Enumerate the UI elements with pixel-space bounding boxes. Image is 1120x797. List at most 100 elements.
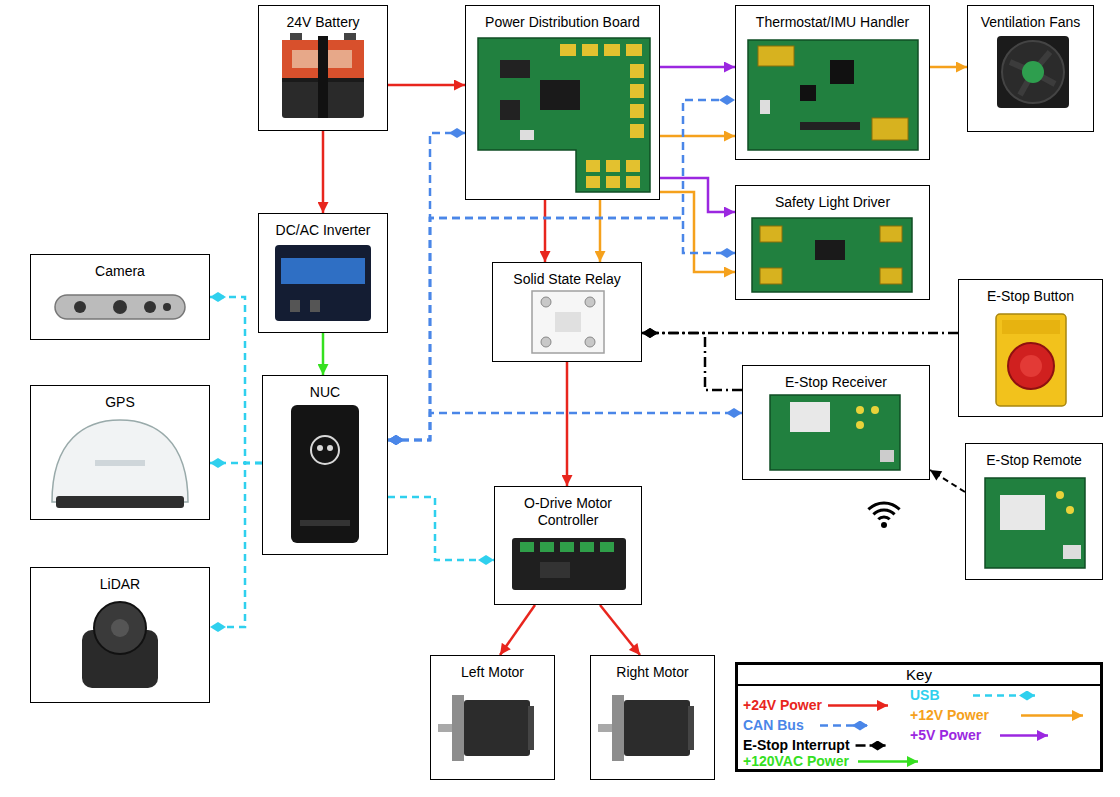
device-label: Ventilation Fans xyxy=(981,14,1081,31)
distribution-board-illustration-part xyxy=(478,38,650,192)
device-box: Safety Light Driver xyxy=(735,185,930,300)
estop-remote-illustration-part xyxy=(985,478,1085,568)
inverter-illustration xyxy=(275,245,371,321)
distribution-board-illustration-part xyxy=(630,84,644,98)
power-5v-line xyxy=(660,66,735,69)
legend-sample xyxy=(973,694,1035,697)
lidar-illustration xyxy=(82,602,158,688)
motor-controller-illustration-part xyxy=(540,562,570,578)
device-box: Ventilation Fans xyxy=(967,5,1094,132)
usb-line xyxy=(210,297,262,463)
safety-light-board-illustration-part xyxy=(815,240,845,260)
estop-remote-illustration xyxy=(985,478,1085,568)
right-motor-illustration-part xyxy=(612,695,624,761)
distribution-board-illustration-part xyxy=(606,176,620,188)
estop-button-illustration-part xyxy=(1008,343,1054,389)
power-24v-line xyxy=(388,84,465,87)
safety-light-board-illustration-part xyxy=(760,268,782,284)
camera-illustration-part xyxy=(163,303,171,311)
thermostat-board-illustration-part xyxy=(800,85,816,101)
power-5v-line xyxy=(660,178,735,212)
nuc-illustration-part xyxy=(311,436,339,464)
device-box: Left Motor xyxy=(430,655,555,780)
distribution-board-illustration-part xyxy=(630,64,644,78)
right-motor-illustration-part xyxy=(598,724,612,732)
estop-receiver-illustration-part xyxy=(880,450,894,462)
safety-light-board-illustration-part xyxy=(880,268,902,284)
legend-sample xyxy=(1021,714,1083,717)
estop-receiver-illustration-part xyxy=(856,406,864,414)
estop-button-illustration-part xyxy=(1002,320,1060,334)
distribution-board-illustration xyxy=(478,38,650,192)
power-24v-line xyxy=(566,362,569,486)
left-motor-illustration-part xyxy=(452,695,464,761)
power-12v-line xyxy=(660,135,735,138)
motor-controller-illustration-part xyxy=(560,542,574,552)
device-box: Solid State Relay xyxy=(492,262,642,362)
usb-line xyxy=(388,497,494,560)
battery-illustration-part xyxy=(318,36,328,118)
power-24v-line xyxy=(322,131,325,213)
device-label: E-Stop Receiver xyxy=(785,374,887,391)
device-box: NUC xyxy=(262,375,388,555)
wireless-symbol-part xyxy=(878,517,889,519)
device-label: Power Distribution Board xyxy=(485,14,640,31)
device-label: GPS xyxy=(105,394,135,411)
relay-illustration xyxy=(532,291,604,353)
device-box: Right Motor xyxy=(590,655,715,780)
thermostat-board-illustration-part xyxy=(758,46,794,66)
motor-controller-illustration-part xyxy=(512,538,626,590)
gps-illustration xyxy=(52,420,188,508)
nuc-illustration-part xyxy=(300,520,350,526)
lidar-illustration-part xyxy=(111,619,129,637)
camera-illustration-part xyxy=(144,301,156,313)
device-label: LiDAR xyxy=(100,576,140,593)
distribution-board-illustration-part xyxy=(500,60,530,78)
estop-receiver-illustration-part xyxy=(790,402,830,432)
camera-illustration xyxy=(55,295,185,319)
device-box: DC/AC Inverter xyxy=(258,213,388,333)
battery-illustration xyxy=(282,33,364,118)
thermostat-board-illustration-part xyxy=(830,60,854,84)
distribution-board-illustration-part xyxy=(560,44,576,56)
device-label: 24V Battery xyxy=(286,14,359,31)
power-24v-line xyxy=(544,200,547,262)
left-motor-illustration xyxy=(438,695,534,761)
fan-illustration-part xyxy=(1002,41,1064,103)
nuc-illustration-part xyxy=(327,445,333,451)
battery-illustration-part xyxy=(290,33,302,41)
usb-line xyxy=(210,462,262,465)
device-box: O-Drive Motor Controller xyxy=(494,486,642,605)
distribution-board-illustration-part xyxy=(520,130,534,140)
legend-entry: +12V Power xyxy=(910,707,989,724)
legend-sample xyxy=(1000,734,1048,737)
thermostat-board-illustration-part xyxy=(872,118,908,140)
wireless-symbol-part xyxy=(881,522,887,528)
inverter-illustration-part xyxy=(310,300,320,312)
device-label: Safety Light Driver xyxy=(775,194,890,211)
estop-remote-illustration-part xyxy=(1063,545,1081,559)
battery-illustration-part xyxy=(344,33,356,41)
distribution-board-illustration-part xyxy=(582,44,598,56)
device-label: Right Motor xyxy=(616,664,688,681)
relay-illustration-part xyxy=(585,337,595,347)
fan-illustration-part xyxy=(1010,52,1055,95)
device-box: E-Stop Button xyxy=(958,279,1103,417)
legend-entry: +24V Power xyxy=(743,697,822,714)
device-label: E-Stop Remote xyxy=(986,452,1082,469)
device-label: O-Drive Motor Controller xyxy=(512,495,624,529)
device-box: Camera xyxy=(30,254,210,340)
estop-receiver-illustration xyxy=(770,395,900,470)
thermostat-board-illustration-part xyxy=(800,122,860,130)
estop-receiver-illustration-part xyxy=(770,395,900,470)
device-box: GPS xyxy=(30,385,210,520)
wireless-symbol-part xyxy=(868,503,899,509)
estop-line xyxy=(642,333,742,390)
power-12v-line xyxy=(930,66,967,69)
estop-button-illustration-part xyxy=(996,314,1066,406)
safety-light-board-illustration-part xyxy=(752,218,912,292)
inverter-illustration-part xyxy=(290,300,300,312)
device-label: DC/AC Inverter xyxy=(276,222,371,239)
legend-entry: E-Stop Interrupt xyxy=(743,737,850,754)
left-motor-illustration-part xyxy=(464,700,530,756)
